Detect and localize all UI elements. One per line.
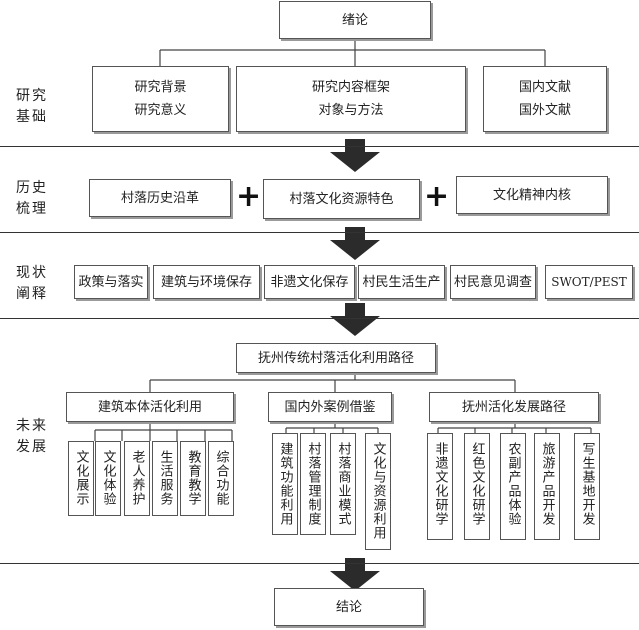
item-life-service: 生活服务	[152, 441, 178, 516]
item-comprehensive: 综合功能	[208, 441, 234, 516]
current-box-survey: 村民意见调查	[450, 265, 536, 299]
item-building-function: 建筑功能利用	[272, 433, 298, 535]
conclusion-box: 结论	[274, 588, 424, 626]
section-label-future: 未来 发展	[16, 418, 48, 455]
item-elderly-care: 老人养护	[124, 441, 150, 516]
item-tourism-products: 旅游产品开发	[534, 433, 560, 540]
item-culture-resources: 文化与资源利用	[365, 433, 391, 550]
item-education: 教育教学	[180, 441, 206, 516]
divider-line	[0, 232, 639, 233]
item-village-management: 村落管理制度	[300, 433, 326, 535]
intro-box: 绪论	[279, 1, 431, 39]
history-box-resources: 村落文化资源特色	[263, 179, 420, 219]
history-box-evolution: 村落历史沿革	[89, 179, 231, 217]
item-heritage-study: 非遗文化研学	[427, 433, 453, 540]
current-box-life: 村民生活生产	[358, 265, 445, 299]
research-box-literature: 国内文献 国外文献	[483, 66, 607, 132]
group-title-building: 建筑本体活化利用	[66, 392, 234, 422]
research-box-background: 研究背景 研究意义	[92, 66, 229, 132]
divider-line	[0, 318, 639, 319]
divider-line	[0, 563, 639, 564]
current-box-swot: SWOT/PEST	[545, 265, 633, 299]
current-box-building: 建筑与环境保存	[153, 265, 260, 299]
group-title-path: 抚州活化发展路径	[429, 392, 599, 422]
item-agri-products: 农副产品体验	[500, 433, 526, 540]
current-box-policy: 政策与落实	[74, 265, 148, 299]
section-label-history: 历史 梳理	[16, 180, 48, 217]
group-title-cases: 国内外案例借鉴	[268, 392, 392, 422]
plus-sign: +	[236, 179, 262, 214]
item-cultural-experience: 文化体验	[95, 441, 121, 516]
item-business-model: 村落商业模式	[330, 433, 356, 535]
section-label-research: 研究 基础	[16, 88, 48, 125]
current-box-heritage: 非遗文化保存	[264, 265, 355, 299]
history-box-spirit: 文化精神内核	[456, 176, 608, 214]
plus-sign: +	[424, 179, 450, 214]
item-sketch-base: 写生基地开发	[574, 433, 600, 540]
item-red-culture-study: 红色文化研学	[464, 433, 490, 540]
item-cultural-display: 文化展示	[68, 441, 94, 516]
path-title-box: 抚州传统村落活化利用路径	[236, 343, 436, 373]
research-box-framework: 研究内容框架 对象与方法	[236, 66, 466, 132]
section-label-current: 现状 阐释	[16, 265, 48, 302]
divider-line	[0, 146, 639, 147]
